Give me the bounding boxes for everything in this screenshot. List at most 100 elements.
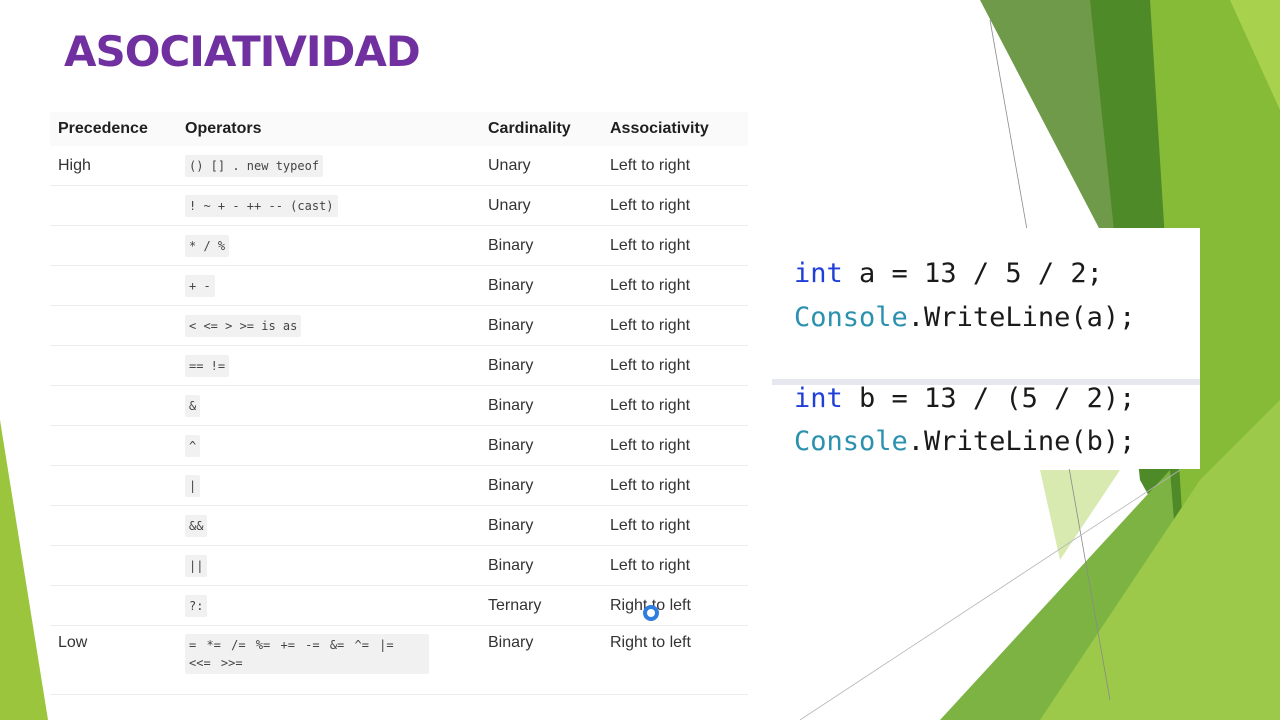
cell-associativity: Left to right bbox=[602, 225, 748, 266]
cell-operators: || bbox=[177, 545, 480, 586]
code-text: b = 13 / (5 / 2); bbox=[842, 383, 1136, 414]
cell-associativity: Left to right bbox=[602, 545, 748, 586]
table-row: | Binary Left to right bbox=[50, 465, 748, 506]
cell-associativity: Right to left bbox=[602, 625, 748, 695]
cell-operators: && bbox=[177, 505, 480, 546]
table-row: < <= > >= is as Binary Left to right bbox=[50, 305, 748, 346]
cell-precedence bbox=[50, 265, 177, 306]
code-keyword: int bbox=[794, 258, 843, 289]
operators-code: * / % bbox=[185, 234, 230, 257]
code-text: .WriteLine(b); bbox=[907, 426, 1136, 457]
cell-operators: == != bbox=[177, 345, 480, 386]
operators-code: && bbox=[185, 514, 208, 537]
cell-precedence bbox=[50, 185, 177, 226]
cell-operators: = *= /= %= += -= &= ^= |= <<= >>= bbox=[177, 625, 480, 695]
table-row: == != Binary Left to right bbox=[50, 345, 748, 386]
operators-code: & bbox=[185, 394, 201, 417]
cell-associativity: Left to right bbox=[602, 505, 748, 546]
cell-cardinality: Binary bbox=[480, 425, 602, 466]
thin-diagonal-line-2 bbox=[799, 469, 1181, 720]
cell-operators: | bbox=[177, 465, 480, 506]
cell-precedence bbox=[50, 585, 177, 626]
code-example-panel: int a = 13 / 5 / 2; Console.WriteLine(a)… bbox=[772, 228, 1200, 469]
table-row: && Binary Left to right bbox=[50, 505, 748, 546]
table-row: & Binary Left to right bbox=[50, 385, 748, 426]
cell-cardinality: Binary bbox=[480, 225, 602, 266]
table-header-row: Precedence Operators Cardinality Associa… bbox=[50, 112, 748, 146]
table-row: ! ~ + - ++ -- (cast) Unary Left to right bbox=[50, 185, 748, 226]
code-line-4: Console.WriteLine(b); bbox=[794, 422, 1135, 462]
operators-code: | bbox=[185, 474, 201, 497]
operators-code: ?: bbox=[185, 594, 208, 617]
operator-precedence-table: Precedence Operators Cardinality Associa… bbox=[50, 112, 748, 695]
code-separator bbox=[772, 379, 1200, 385]
cell-operators: + - bbox=[177, 265, 480, 306]
cell-operators: ?: bbox=[177, 585, 480, 626]
cell-cardinality: Binary bbox=[480, 505, 602, 546]
cell-operators: * / % bbox=[177, 225, 480, 266]
cell-associativity: Left to right bbox=[602, 345, 748, 386]
cell-precedence bbox=[50, 305, 177, 346]
operators-code: ^ bbox=[185, 434, 201, 457]
cell-cardinality: Binary bbox=[480, 545, 602, 586]
code-line-1: int a = 13 / 5 / 2; bbox=[794, 254, 1103, 294]
cell-precedence bbox=[50, 425, 177, 466]
cell-cardinality: Unary bbox=[480, 146, 602, 186]
cell-operators: ^ bbox=[177, 425, 480, 466]
cell-associativity: Left to right bbox=[602, 146, 748, 186]
mouse-cursor-icon bbox=[643, 605, 659, 621]
code-type: Console bbox=[794, 426, 908, 457]
code-text: .WriteLine(a); bbox=[907, 302, 1136, 333]
cell-associativity: Left to right bbox=[602, 465, 748, 506]
cell-operators: < <= > >= is as bbox=[177, 305, 480, 346]
table-row: ?: Ternary Right to left bbox=[50, 585, 748, 626]
cell-cardinality: Ternary bbox=[480, 585, 602, 626]
cell-cardinality: Binary bbox=[480, 345, 602, 386]
header-precedence: Precedence bbox=[50, 112, 177, 146]
table-row: ^ Binary Left to right bbox=[50, 425, 748, 466]
code-keyword: int bbox=[794, 383, 843, 414]
cell-associativity: Left to right bbox=[602, 385, 748, 426]
cell-cardinality: Unary bbox=[480, 185, 602, 226]
cell-associativity: Left to right bbox=[602, 265, 748, 306]
table-row: || Binary Left to right bbox=[50, 545, 748, 586]
pale-facet bbox=[1040, 470, 1120, 560]
code-text: a = 13 / 5 / 2; bbox=[842, 258, 1103, 289]
operators-code: || bbox=[185, 554, 208, 577]
cell-cardinality: Binary bbox=[480, 265, 602, 306]
cell-operators: ! ~ + - ++ -- (cast) bbox=[177, 185, 480, 226]
cell-operators: () [] . new typeof bbox=[177, 146, 480, 186]
cell-precedence bbox=[50, 505, 177, 546]
cell-precedence bbox=[50, 385, 177, 426]
code-line-2: Console.WriteLine(a); bbox=[794, 298, 1135, 338]
cell-precedence: Low bbox=[50, 625, 177, 695]
cell-precedence bbox=[50, 345, 177, 386]
header-cardinality: Cardinality bbox=[480, 112, 602, 146]
cell-associativity: Left to right bbox=[602, 425, 748, 466]
right-light-sliver bbox=[1230, 0, 1280, 110]
operators-code: = *= /= %= += -= &= ^= |= <<= >>= bbox=[185, 634, 429, 674]
code-line-3: int b = 13 / (5 / 2); bbox=[794, 379, 1135, 419]
page-title: ASOCIATIVIDAD bbox=[64, 27, 421, 76]
cell-precedence bbox=[50, 225, 177, 266]
cell-precedence: High bbox=[50, 146, 177, 186]
cell-cardinality: Binary bbox=[480, 305, 602, 346]
operators-code: < <= > >= is as bbox=[185, 314, 302, 337]
cell-operators: & bbox=[177, 385, 480, 426]
operators-code: + - bbox=[185, 274, 215, 297]
bottom-pale-wedge bbox=[1040, 400, 1280, 720]
left-green-wedge bbox=[0, 420, 48, 720]
operators-code: ! ~ + - ++ -- (cast) bbox=[185, 194, 338, 217]
operators-code: == != bbox=[185, 354, 230, 377]
cell-associativity: Left to right bbox=[602, 305, 748, 346]
cell-cardinality: Binary bbox=[480, 385, 602, 426]
operators-code: () [] . new typeof bbox=[185, 154, 324, 177]
table-row: Low = *= /= %= += -= &= ^= |= <<= >>= Bi… bbox=[50, 625, 748, 695]
code-type: Console bbox=[794, 302, 908, 333]
header-associativity: Associativity bbox=[602, 112, 748, 146]
cell-associativity: Right to left bbox=[602, 585, 748, 626]
cell-associativity: Left to right bbox=[602, 185, 748, 226]
cell-precedence bbox=[50, 465, 177, 506]
header-operators: Operators bbox=[177, 112, 480, 146]
table-row: * / % Binary Left to right bbox=[50, 225, 748, 266]
